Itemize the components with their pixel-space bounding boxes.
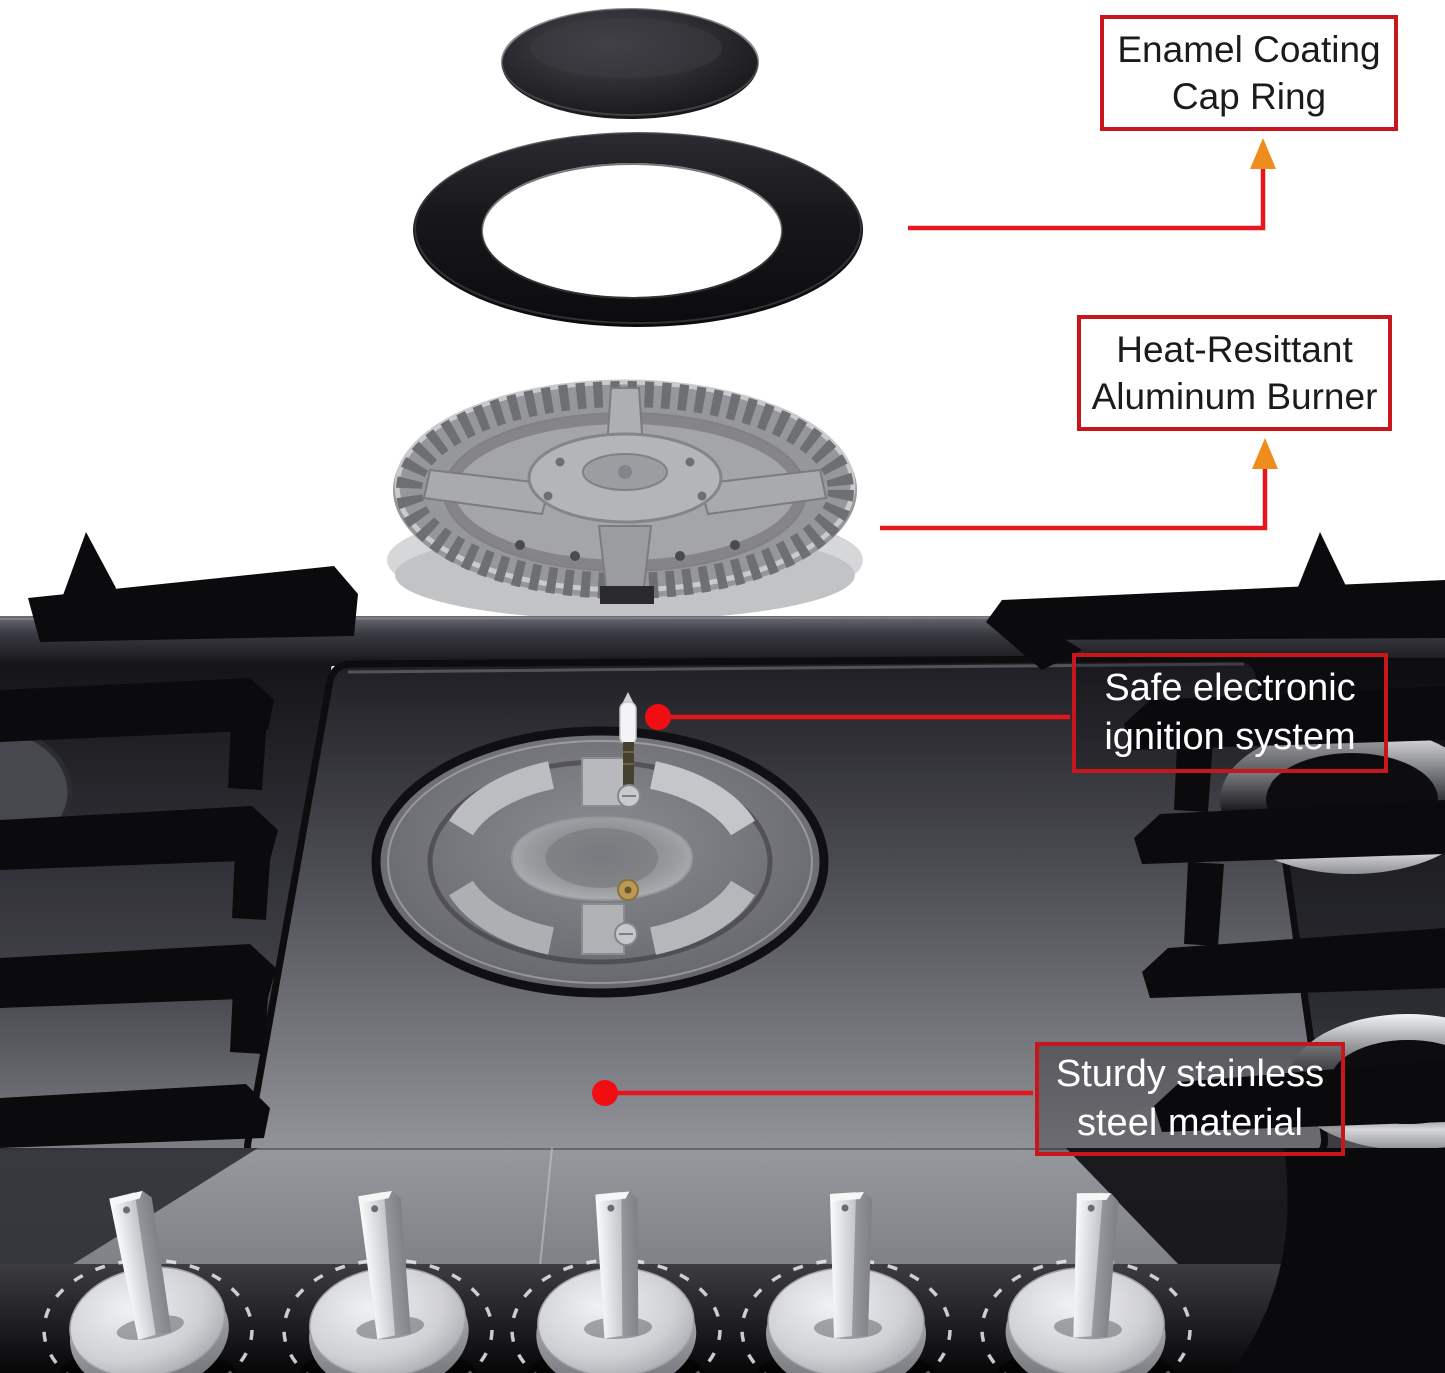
right-grate-front xyxy=(1230,1148,1445,1373)
right-grate xyxy=(986,532,1445,1132)
callout-ignition-line2: ignition system xyxy=(1104,716,1356,758)
leader-line-aluminum-burner xyxy=(880,464,1268,531)
marker-dot-steel xyxy=(592,1080,618,1106)
cap-ring-photo xyxy=(413,132,864,327)
burner-cap-photo xyxy=(501,8,759,119)
burner-teeth xyxy=(396,381,854,599)
control-knob-2[interactable] xyxy=(294,1184,474,1373)
callout-cap-ring-line2: Cap Ring xyxy=(1171,76,1327,117)
aluminum-burner-photo xyxy=(387,379,863,620)
arrow-up-icon xyxy=(1252,438,1278,469)
callout-steel-line1: Sturdy stainless xyxy=(1055,1053,1325,1096)
callout-aluminum-burner-line1: Heat-Resittant xyxy=(1116,328,1353,370)
leader-line-cap-ring xyxy=(908,164,1266,231)
callout-aluminum-burner: Heat-Resittant Aluminum Burner xyxy=(1077,315,1392,431)
arrow-up-icon xyxy=(1250,138,1276,169)
center-burner-base xyxy=(371,692,829,998)
callout-cap-ring: Enamel Coating Cap Ring xyxy=(1100,15,1398,131)
callout-ignition-line1: Safe electronic xyxy=(1104,667,1356,710)
control-knobs xyxy=(42,1180,1192,1373)
control-knob-4[interactable] xyxy=(766,1192,926,1373)
control-knob-3[interactable] xyxy=(531,1189,698,1373)
knob-panel xyxy=(0,1264,1445,1373)
control-knob-5[interactable] xyxy=(1003,1188,1173,1373)
callout-ignition: Safe electronic ignition system xyxy=(1072,653,1388,773)
callout-cap-ring-line1: Enamel Coating xyxy=(1117,28,1381,70)
ignition-electrode xyxy=(617,692,641,808)
callout-steel-line2: steel material xyxy=(1077,1102,1303,1144)
callout-steel: Sturdy stainless steel material xyxy=(1035,1042,1345,1156)
control-knob-1[interactable] xyxy=(46,1180,238,1373)
marker-dot-ignition xyxy=(645,704,671,730)
left-grate xyxy=(0,532,358,1148)
callout-aluminum-burner-line2: Aluminum Burner xyxy=(1091,376,1378,417)
